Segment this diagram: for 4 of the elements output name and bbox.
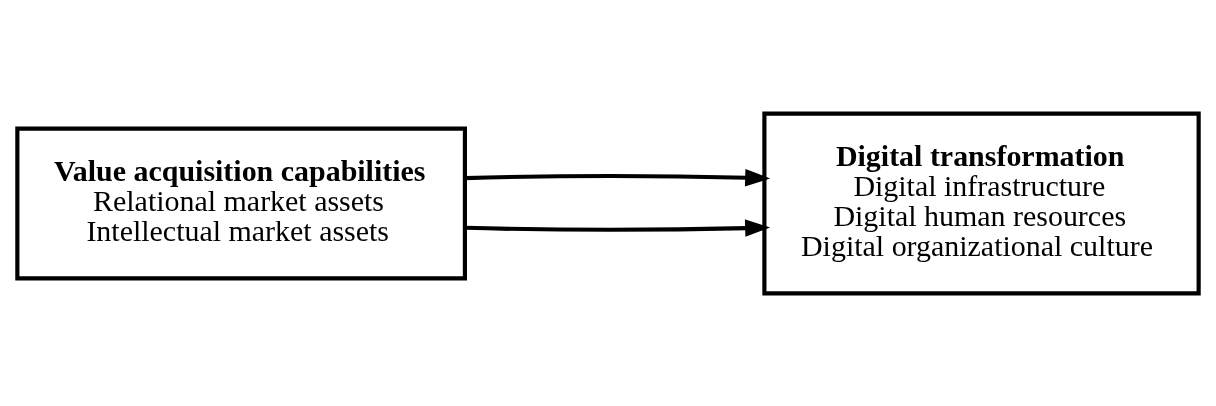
- arrow: [464, 168, 771, 186]
- node-box: Value acquisition capabilities Relational market assets Intellectual market assets: [15, 126, 467, 280]
- arrow: [464, 218, 771, 237]
- node-box: Digital transformation Digital infrastructure Digital human resources Digital organizational culture: [762, 111, 1201, 295]
